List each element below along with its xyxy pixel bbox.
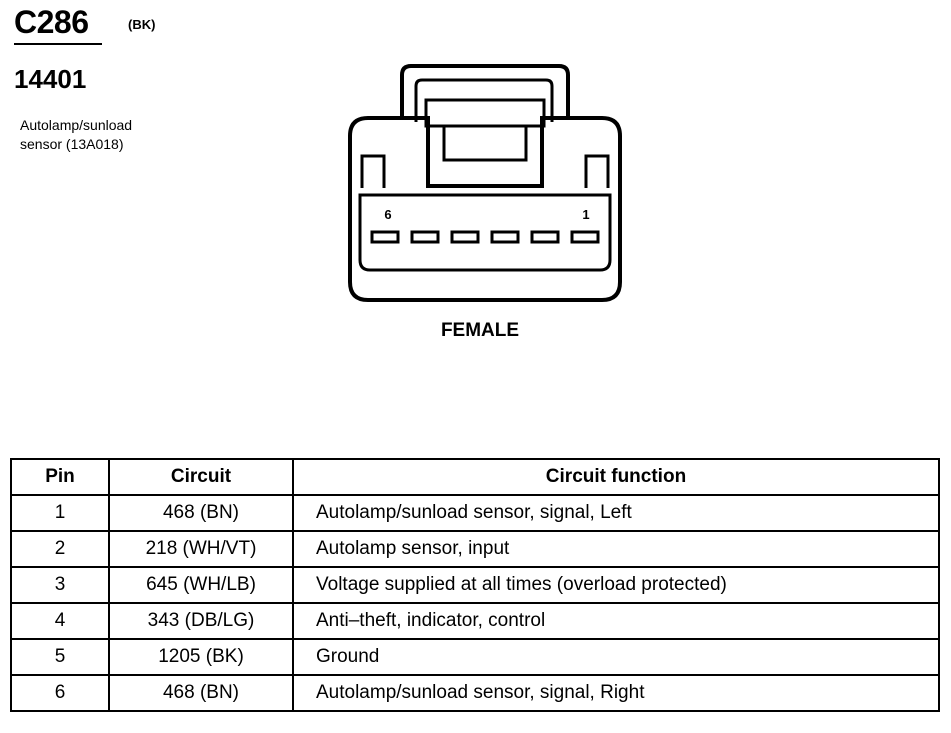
latch-slot-lower [442, 124, 528, 162]
component-description: Autolamp/sunload sensor (13A018) [20, 116, 220, 154]
function-cell: Anti–theft, indicator, control [292, 602, 940, 640]
pin-cell: 5 [10, 638, 110, 676]
connector-body-outer [348, 116, 622, 302]
connector-id: C286 [14, 4, 89, 40]
table-row: 3 645 (WH/LB) Voltage supplied at all ti… [10, 566, 940, 604]
pin-cavity-5 [410, 230, 440, 244]
connector-latch-outer [400, 64, 570, 118]
connector-gender-label: FEMALE [440, 320, 520, 341]
table-row: 5 1205 (BK) Ground [10, 638, 940, 676]
pin-cavity-1 [570, 230, 600, 244]
circuit-cell: 343 (DB/LG) [108, 602, 294, 640]
table-row: 2 218 (WH/VT) Autolamp sensor, input [10, 530, 940, 568]
color-code: (BK) [128, 17, 156, 32]
function-cell: Autolamp sensor, input [292, 530, 940, 568]
pin-cell: 3 [10, 566, 110, 604]
pin-cavities [370, 230, 600, 244]
pin-label-right: 1 [582, 207, 589, 222]
header-pin: Pin [10, 458, 110, 496]
table-row: 6 468 (BN) Autolamp/sunload sensor, sign… [10, 674, 940, 712]
table-row: 4 343 (DB/LG) Anti–theft, indicator, con… [10, 602, 940, 640]
table-header-row: Pin Circuit Circuit function [10, 458, 940, 496]
pin-cell: 6 [10, 674, 110, 712]
table-row: 1 468 (BN) Autolamp/sunload sensor, sign… [10, 494, 940, 532]
description-line-2: sensor (13A018) [20, 136, 124, 152]
function-cell: Autolamp/sunload sensor, signal, Right [292, 674, 940, 712]
function-cell: Autolamp/sunload sensor, signal, Left [292, 494, 940, 532]
pin-cell: 1 [10, 494, 110, 532]
description-line-1: Autolamp/sunload [20, 117, 133, 133]
connector-face-diagram: 6 1 [348, 64, 622, 302]
side-lock-left [360, 154, 386, 188]
title-underline [14, 43, 102, 45]
latch-slot-upper [424, 98, 546, 128]
connector-latch-inner [414, 78, 554, 122]
pin-cell: 2 [10, 530, 110, 568]
pin-cavity-3 [490, 230, 520, 244]
circuit-cell: 1205 (BK) [108, 638, 294, 676]
pin-cavity-6 [370, 230, 400, 244]
circuit-cell: 468 (BN) [108, 494, 294, 532]
header-circuit: Circuit [108, 458, 294, 496]
pin-cavity-4 [450, 230, 480, 244]
part-number: 14401 [14, 64, 87, 94]
pin-cavity-2 [530, 230, 560, 244]
pin-label-left: 6 [384, 207, 391, 222]
connector-body-inner [358, 193, 612, 272]
pin-cell: 4 [10, 602, 110, 640]
pinout-table: Pin Circuit Circuit function 1 468 (BN) … [10, 458, 940, 712]
side-lock-right [584, 154, 610, 188]
function-cell: Voltage supplied at all times (overload … [292, 566, 940, 604]
header-circuit-function: Circuit function [292, 458, 940, 496]
function-cell: Ground [292, 638, 940, 676]
circuit-cell: 218 (WH/VT) [108, 530, 294, 568]
circuit-cell: 645 (WH/LB) [108, 566, 294, 604]
circuit-cell: 468 (BN) [108, 674, 294, 712]
